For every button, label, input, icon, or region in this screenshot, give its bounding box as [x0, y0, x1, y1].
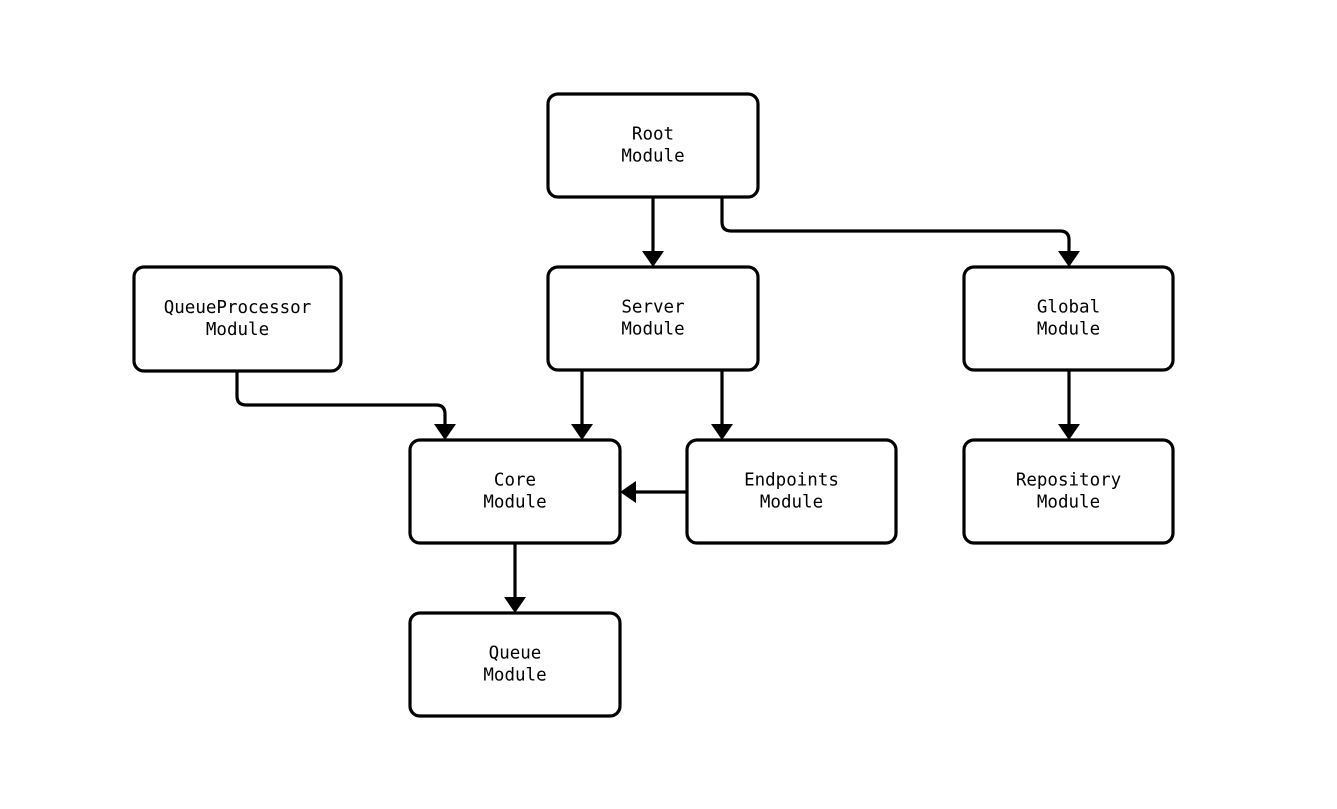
edge-root-to-server-arrowhead-icon — [642, 251, 664, 267]
core-module-label-line1: Core — [494, 471, 536, 491]
edge-server-to-endpoints — [711, 370, 733, 440]
nodes-layer: RootModuleQueueProcessorModuleServerModu… — [132, 92, 1175, 718]
edge-root-to-server — [642, 197, 664, 267]
repository-module-label-line2: Module — [1037, 493, 1100, 513]
edge-endpoints-to-core — [620, 481, 687, 503]
edge-queueprocessor-to-core — [235, 371, 456, 440]
queueprocessor-module-label-line1: QueueProcessor — [164, 298, 312, 318]
server-module-label-line2: Module — [621, 320, 684, 340]
edge-endpoints-to-core-arrowhead-icon — [620, 481, 636, 503]
edge-root-to-global-line — [720, 197, 1071, 258]
server-module-box[interactable] — [546, 265, 760, 372]
edge-core-to-queue-arrowhead-icon — [504, 597, 526, 613]
queue-module-label-line2: Module — [483, 666, 546, 686]
root-module-box[interactable] — [546, 92, 760, 199]
edge-server-to-core-arrowhead-icon — [571, 424, 593, 440]
repository-module-label-line1: Repository — [1016, 471, 1121, 491]
queue-module-label-line1: Queue — [489, 644, 542, 664]
edge-root-to-global-arrowhead-icon — [1058, 251, 1080, 267]
repository-module-box[interactable] — [962, 438, 1175, 545]
edge-core-to-queue — [504, 543, 526, 613]
edge-server-to-core — [571, 370, 593, 440]
endpoints-module-label-line2: Module — [760, 493, 823, 513]
root-module-label-line1: Root — [632, 125, 674, 145]
queue-module-box[interactable] — [408, 611, 622, 718]
edge-queueprocessor-to-core-arrowhead-icon — [434, 424, 456, 440]
server-module-label-line1: Server — [621, 298, 684, 318]
global-module-label-line1: Global — [1037, 298, 1100, 318]
edges-layer — [235, 197, 1080, 613]
endpoints-module-box[interactable] — [685, 438, 898, 545]
endpoints-module-label-line1: Endpoints — [744, 471, 839, 491]
global-module-label-line2: Module — [1037, 320, 1100, 340]
global-module-box[interactable] — [962, 265, 1175, 372]
queueprocessor-module-box[interactable] — [132, 265, 343, 373]
queueprocessor-module-label-line2: Module — [206, 320, 269, 340]
core-module-box[interactable] — [408, 438, 622, 545]
edge-server-to-endpoints-arrowhead-icon — [711, 424, 733, 440]
edge-queueprocessor-to-core-line — [235, 371, 447, 431]
edge-global-to-repository-arrowhead-icon — [1058, 424, 1080, 440]
core-module-label-line2: Module — [483, 493, 546, 513]
root-module-label-line2: Module — [621, 147, 684, 167]
edge-root-to-global — [720, 197, 1080, 267]
edge-global-to-repository — [1058, 370, 1080, 440]
